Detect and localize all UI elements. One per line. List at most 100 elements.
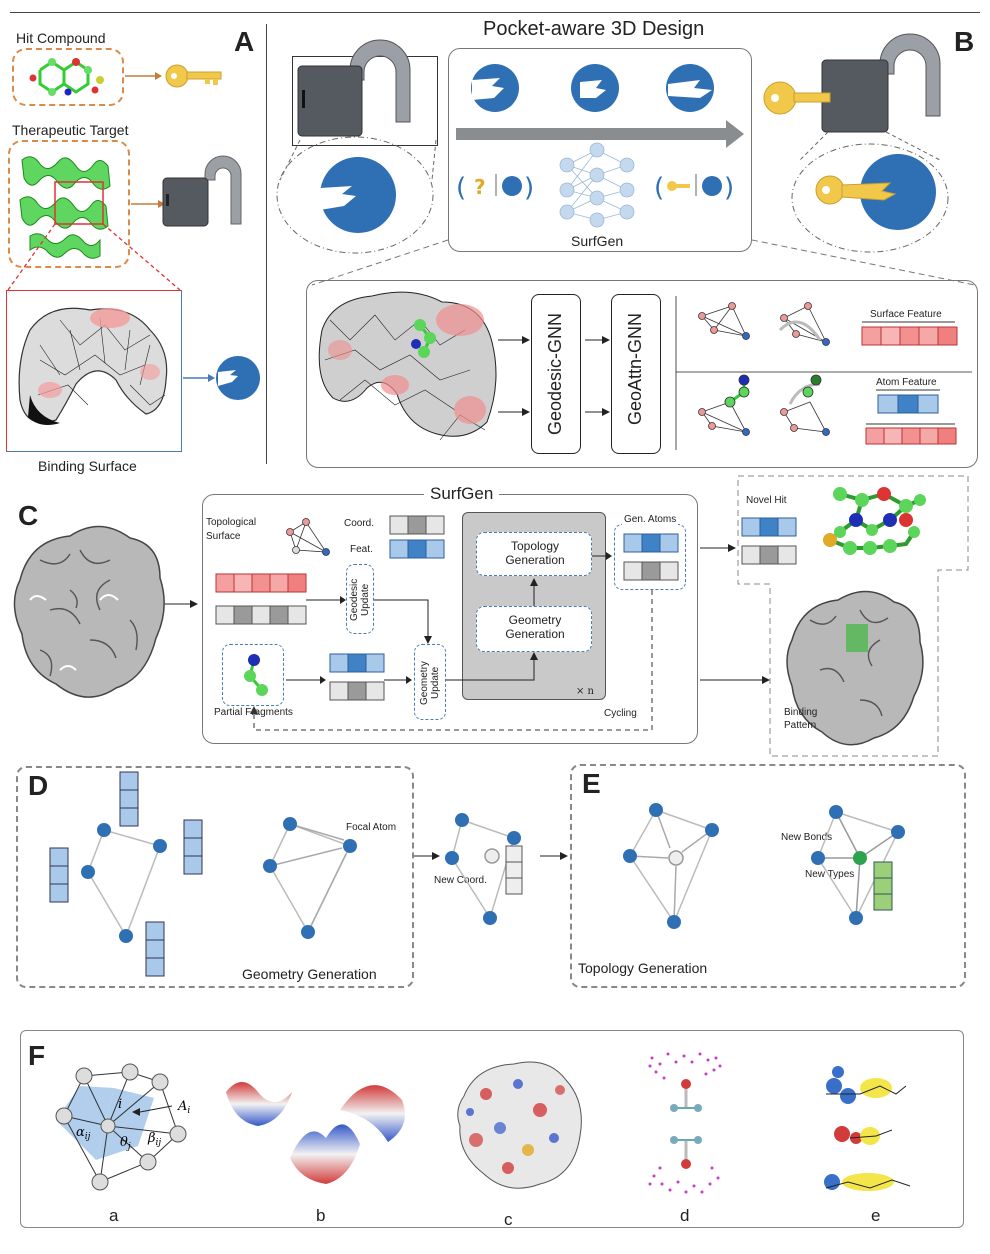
surfgen-pipeline-title: SurfGen [424, 484, 500, 504]
pocket-circle-icon [216, 356, 260, 400]
pocket-highlight [54, 181, 104, 225]
sub-label-b: b [316, 1206, 326, 1225]
new-type-stack [873, 861, 893, 911]
hit-compound-label: Hit Compound [16, 30, 106, 46]
surface-coord-bar-c [215, 605, 307, 625]
point-cloud-dipole [648, 1052, 722, 1194]
surface-mesh-graphic [318, 291, 497, 441]
surface-feature-bar [861, 321, 958, 346]
coord-label: Coord. [344, 518, 375, 529]
graph-d1 [81, 823, 167, 943]
therapeutic-target-label: Therapeutic Target [12, 122, 129, 138]
pocket-circle-icon [320, 157, 396, 233]
feature-stack-4 [145, 921, 165, 977]
panel-f-box [20, 1030, 964, 1228]
sub-label-e: e [871, 1206, 881, 1225]
curvature-surface-ridge [340, 1085, 405, 1142]
graph-d2 [263, 817, 357, 939]
pocket-state-2 [571, 64, 619, 112]
feat-bar [389, 539, 445, 559]
fragment-feat-bar [329, 653, 385, 673]
new-coord-stack [505, 845, 523, 895]
svg-text:(: ( [456, 173, 466, 203]
novel-hit-molecule [823, 487, 926, 555]
panel-b-letter: B [954, 26, 975, 57]
curvature-surface-saddle [226, 1082, 292, 1126]
sub-label-c: c [504, 1210, 513, 1229]
pocket-with-key-icon [815, 154, 936, 230]
curvature-surface-wave [290, 1124, 360, 1184]
feat-label: Feat. [350, 544, 373, 555]
geometry-generation-label: Geometry Generation [505, 613, 565, 641]
sub-label-d: d [680, 1206, 690, 1225]
panel-e-letter: E [582, 768, 601, 799]
geometry-update-box: Geometry Update [414, 644, 446, 720]
pocket-state-3 [666, 64, 714, 112]
geometry-generation-box: Geometry Generation [476, 606, 592, 652]
binding-surface-mesh [18, 307, 168, 425]
gen-atoms-feat-bar [623, 533, 679, 553]
lock-icon [297, 39, 411, 137]
pharmacophore-arginine [826, 1066, 907, 1104]
geoattn-gnn-block: GeoAttn-GNN [611, 294, 661, 454]
binding-surface-box [6, 290, 182, 452]
geometry-generation-d-label: Geometry Generation [242, 966, 377, 982]
therapeutic-target-box [8, 140, 130, 268]
geodesic-update-box: Geodesic Update [346, 564, 374, 634]
topological-surface-label: Topological Surface [206, 517, 257, 542]
area-ai-label: Ai [177, 1099, 190, 1116]
atom-graph-1 [698, 374, 750, 436]
surfgen-box [448, 48, 752, 252]
binding-surface-label: Binding Surface [38, 458, 137, 474]
pharmacophore-aspartate [834, 1126, 893, 1145]
zoom-ellipse-left [276, 136, 434, 254]
panel-c-letter: C [18, 500, 39, 531]
query-bracket: ( ? ) [456, 173, 534, 203]
surface-feature-bar-c [215, 573, 307, 593]
sub-label-a: a [109, 1206, 119, 1225]
topology-generation-box: Topology Generation [476, 532, 592, 576]
panel-b-title: Pocket-aware 3D Design [483, 18, 705, 40]
new-coord-label: New Coord. [434, 875, 487, 886]
feature-stack-3 [49, 847, 69, 903]
unlocked-lock-icon [763, 33, 941, 133]
neural-network-icon [559, 142, 635, 228]
topology-generation-label: Topology Generation [505, 539, 565, 567]
feature-stack-2 [183, 819, 203, 875]
graph-e2 [811, 805, 905, 925]
topological-surface-graph [286, 518, 330, 556]
panel-d-box [16, 766, 414, 988]
lock-icon [162, 155, 242, 227]
separator-ab [266, 24, 267, 464]
electrostatic-surface [457, 1061, 582, 1189]
times-n-label: × n [576, 686, 594, 697]
new-types-label: New Types [805, 869, 855, 880]
fragment-coord-bar [329, 681, 385, 701]
vertex-i-label: i [118, 1097, 122, 1112]
gen-atoms-coord-bar [623, 561, 679, 581]
new-bonds-label: New Bonds [781, 832, 833, 843]
hit-compound-box [12, 48, 124, 106]
novel-hit-feat-bar [741, 517, 797, 537]
panel-a-letter: A [234, 26, 255, 57]
geodesic-gnn-block: Geodesic-GNN [531, 294, 581, 454]
protein-ribbon [19, 156, 111, 259]
surface-graph-2 [778, 302, 830, 346]
graph-e1 [623, 803, 719, 929]
gen-atoms-label: Gen. Atoms [622, 514, 679, 525]
panel-d-letter: D [28, 770, 49, 801]
atom-surface-feature-bar [865, 423, 957, 445]
protein-surface [13, 525, 165, 698]
pocket-state-1 [471, 64, 519, 112]
surface-feature-label: Surface Feature [870, 309, 942, 320]
cotangent-mesh [55, 1063, 187, 1191]
partial-fragment-molecule [244, 654, 268, 696]
key-icon [165, 64, 222, 88]
alpha-ij-label: αij [76, 1125, 91, 1142]
